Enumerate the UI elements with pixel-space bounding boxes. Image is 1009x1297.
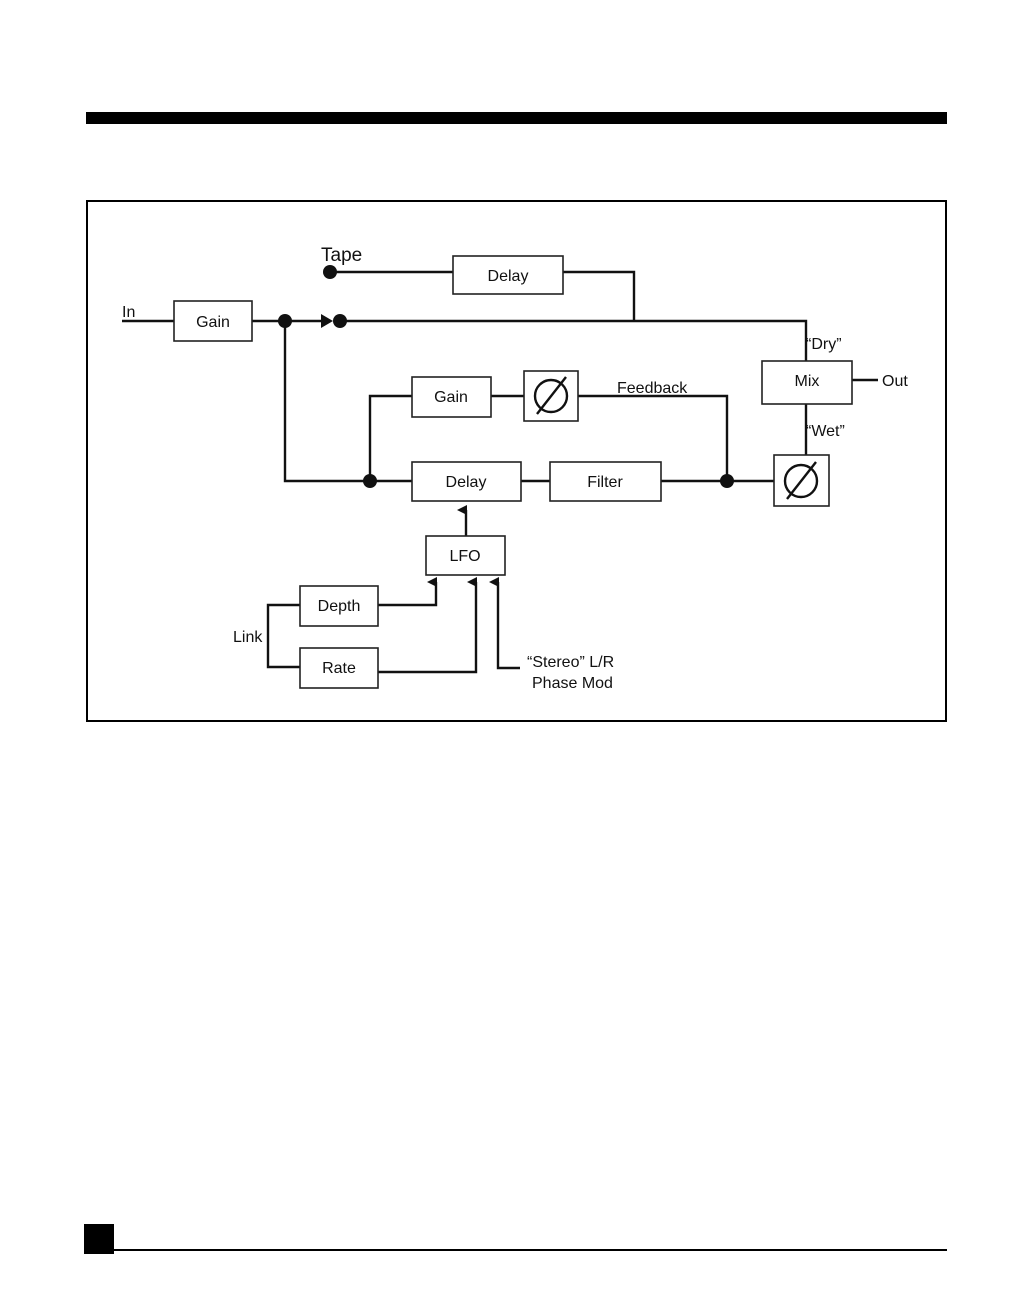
tape-delay-label: Delay	[488, 268, 529, 285]
page-number-tab	[84, 1224, 114, 1254]
feedback-phase-block	[524, 371, 578, 421]
diode-arrow-icon	[321, 314, 333, 328]
rate-block: Rate	[300, 648, 378, 688]
mix-label: Mix	[795, 373, 820, 390]
in-label: In	[122, 304, 135, 321]
wire-split-down	[285, 321, 412, 481]
feedback-label: Feedback	[617, 380, 688, 397]
tape-label: Tape	[321, 245, 362, 266]
feedback-sum-node	[720, 474, 734, 488]
gain-block: Gain	[174, 301, 252, 341]
feedback-branch-node	[363, 474, 377, 488]
phase-mod-label: Phase Mod	[532, 675, 613, 692]
out-label: Out	[882, 373, 908, 390]
wire-depth-lfo	[378, 582, 436, 605]
wire-dry-bus	[340, 321, 806, 361]
wet-label: “Wet”	[806, 423, 845, 440]
feedback-gain-block: Gain	[412, 377, 491, 417]
lfo-block: LFO	[426, 536, 505, 575]
wire-stereo-lfo	[498, 582, 520, 668]
depth-block: Depth	[300, 586, 378, 626]
mix-block: Mix	[762, 361, 852, 404]
wire-link	[268, 605, 300, 667]
tape-input-dot	[323, 265, 337, 279]
depth-label: Depth	[318, 598, 361, 615]
lfo-label: LFO	[449, 548, 480, 565]
junctions	[278, 265, 734, 488]
wire-fb-up	[370, 396, 412, 481]
gain-block-label: Gain	[196, 314, 230, 331]
link-label: Link	[233, 629, 263, 646]
wet-phase-block	[774, 455, 829, 506]
wire-tape-out	[563, 272, 634, 321]
filter-block: Filter	[550, 462, 661, 501]
feedback-gain-label: Gain	[434, 389, 468, 406]
footer-rule	[114, 1249, 947, 1251]
main-delay-block: Delay	[412, 462, 521, 501]
stereo-label: “Stereo” L/R	[527, 654, 614, 671]
wire-rate-lfo	[378, 582, 476, 672]
main-delay-label: Delay	[446, 474, 487, 491]
dry-node	[333, 314, 347, 328]
dry-label: “Dry”	[806, 336, 842, 353]
split-node	[278, 314, 292, 328]
filter-label: Filter	[587, 474, 623, 491]
tape-delay-block: Delay	[453, 256, 563, 294]
rate-label: Rate	[322, 660, 356, 677]
